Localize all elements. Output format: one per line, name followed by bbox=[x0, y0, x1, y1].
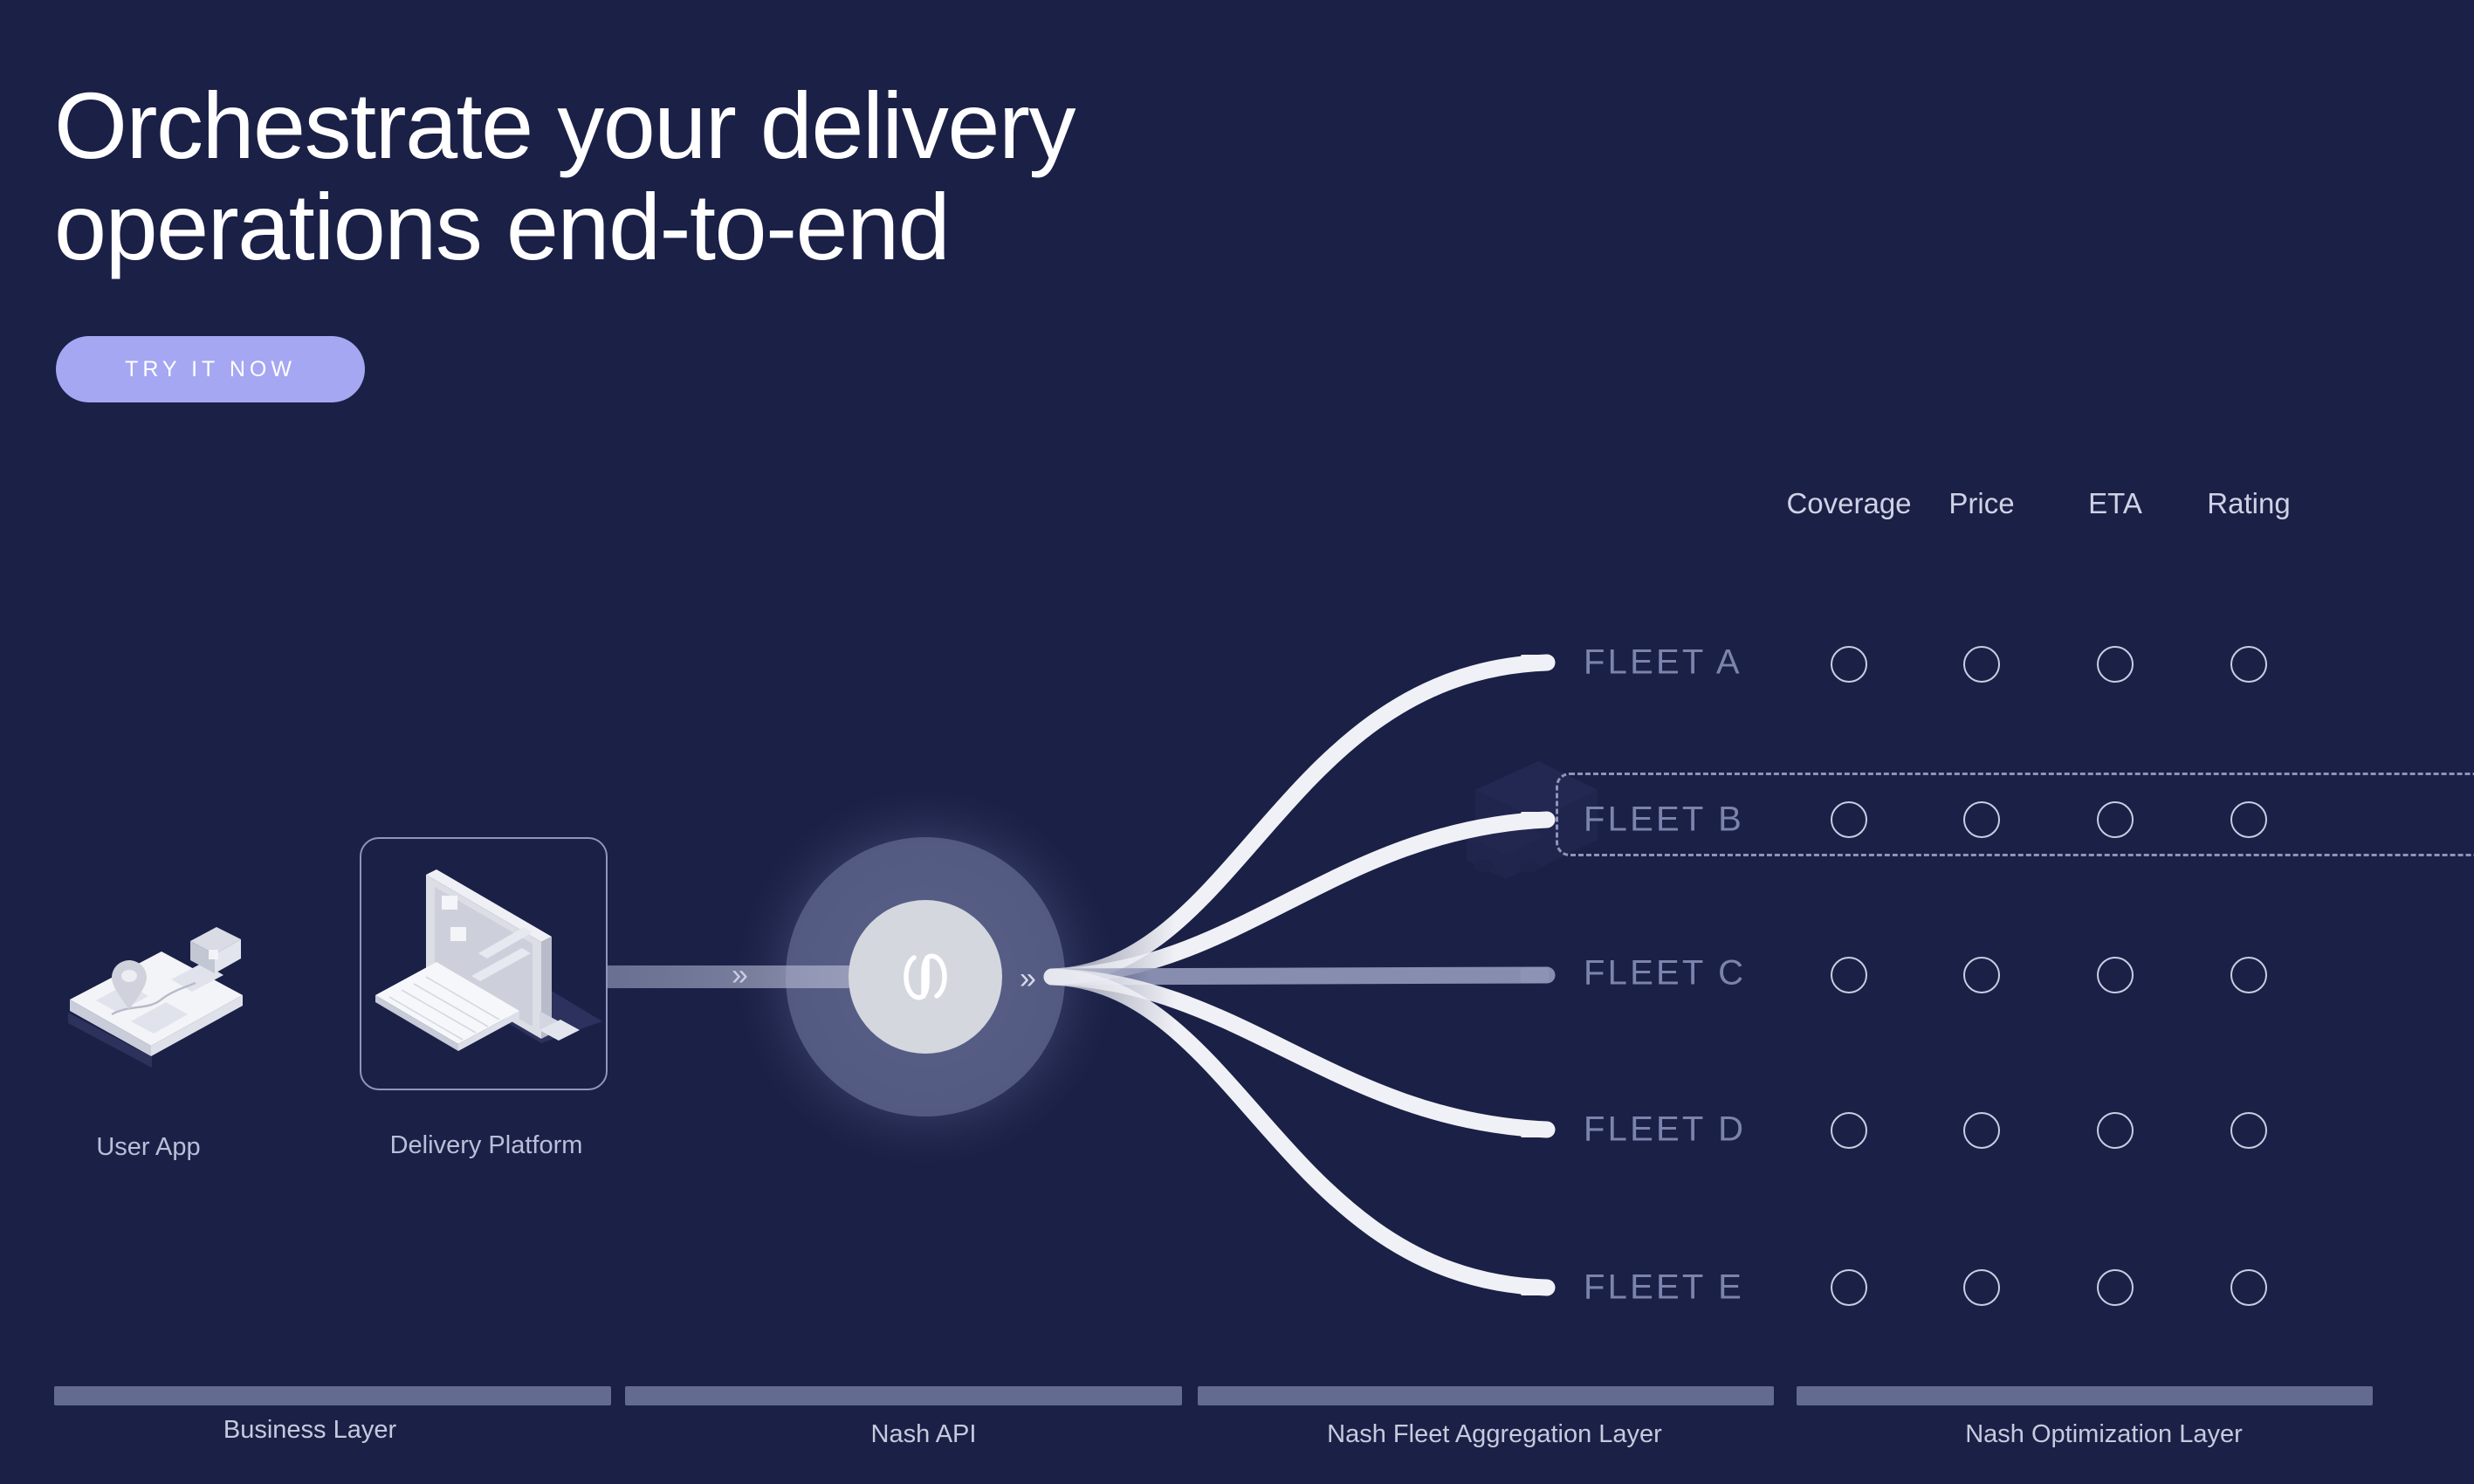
delivery-platform-frame bbox=[360, 837, 608, 1090]
fleet-a-coverage-indicator[interactable] bbox=[1831, 646, 1867, 683]
column-header-rating: Rating bbox=[2207, 487, 2291, 519]
fleet-flow-lines bbox=[1043, 654, 1556, 1296]
flow-line-fleet-a bbox=[1043, 654, 1556, 986]
node-label-delivery-platform: Delivery Platform bbox=[389, 1131, 583, 1159]
fleet-label-c[interactable]: FLEET C bbox=[1584, 953, 1747, 993]
fleet-e-eta-indicator[interactable] bbox=[2097, 1269, 2134, 1306]
flow-line-fleet-e bbox=[1043, 968, 1556, 1296]
layer-bar-nash-optimization-layer bbox=[1797, 1386, 2373, 1405]
flow-line-fleet-d bbox=[1043, 968, 1556, 1138]
fleet-b-coverage-indicator[interactable] bbox=[1831, 801, 1867, 838]
fleet-a-rating-indicator[interactable] bbox=[2230, 646, 2267, 683]
fleet-b-selection-outline[interactable] bbox=[1556, 773, 2474, 856]
fleet-d-coverage-indicator[interactable] bbox=[1831, 1112, 1867, 1149]
fleet-label-b[interactable]: FLEET B bbox=[1584, 800, 1744, 839]
fleet-c-price-indicator[interactable] bbox=[1963, 957, 2000, 993]
layer-label-nash-api: Nash API bbox=[870, 1420, 977, 1448]
layer-label-nash-optimization-layer: Nash Optimization Layer bbox=[1965, 1420, 2243, 1448]
flow-line-fleet-b bbox=[1043, 811, 1556, 986]
column-header-eta: ETA bbox=[2088, 487, 2142, 519]
fleet-label-e[interactable]: FLEET E bbox=[1584, 1268, 1744, 1307]
nash-hub-core: » bbox=[849, 900, 1036, 1054]
fleet-label-d[interactable]: FLEET D bbox=[1584, 1110, 1747, 1149]
nash-hub-glow bbox=[735, 787, 1116, 1167]
flow-line-fleet-c bbox=[1043, 966, 1556, 986]
layer-bar-nash-api bbox=[625, 1386, 1182, 1405]
fleet-c-rating-indicator[interactable] bbox=[2230, 957, 2267, 993]
fleet-e-coverage-indicator[interactable] bbox=[1831, 1269, 1867, 1306]
svg-text:»: » bbox=[1020, 962, 1036, 995]
layer-bar-nash-fleet-aggregation-layer bbox=[1198, 1386, 1774, 1405]
fleet-a-eta-indicator[interactable] bbox=[2097, 646, 2134, 683]
fleet-line-endcaps bbox=[1521, 655, 1549, 1295]
page-title: Orchestrate your delivery operations end… bbox=[54, 72, 1076, 279]
column-header-price: Price bbox=[1948, 487, 2015, 519]
platform-to-hub-link: » bbox=[608, 958, 983, 992]
layer-bar-business-layer bbox=[54, 1386, 611, 1405]
fleet-d-eta-indicator[interactable] bbox=[2097, 1112, 2134, 1149]
node-label-user-app: User App bbox=[96, 1133, 201, 1161]
try-it-now-button[interactable]: TRY IT NOW bbox=[56, 336, 365, 402]
layer-label-business-layer: Business Layer bbox=[223, 1416, 397, 1444]
fleet-c-coverage-indicator[interactable] bbox=[1831, 957, 1867, 993]
layer-label-nash-fleet-aggregation-layer: Nash Fleet Aggregation Layer bbox=[1327, 1420, 1662, 1448]
fleet-b-price-indicator[interactable] bbox=[1963, 801, 2000, 838]
nash-logo-icon bbox=[904, 953, 947, 1000]
fleet-e-price-indicator[interactable] bbox=[1963, 1269, 2000, 1306]
isometric-phone-map-icon bbox=[68, 927, 243, 1068]
fleet-a-price-indicator[interactable] bbox=[1963, 646, 2000, 683]
column-header-coverage: Coverage bbox=[1786, 487, 1912, 519]
fleet-d-price-indicator[interactable] bbox=[1963, 1112, 2000, 1149]
fleet-d-rating-indicator[interactable] bbox=[2230, 1112, 2267, 1149]
fleet-b-rating-indicator[interactable] bbox=[2230, 801, 2267, 838]
fleet-label-a[interactable]: FLEET A bbox=[1584, 642, 1742, 682]
fleet-e-rating-indicator[interactable] bbox=[2230, 1269, 2267, 1306]
fleet-c-eta-indicator[interactable] bbox=[2097, 957, 2134, 993]
svg-text:»: » bbox=[732, 958, 748, 992]
fleet-b-eta-indicator[interactable] bbox=[2097, 801, 2134, 838]
